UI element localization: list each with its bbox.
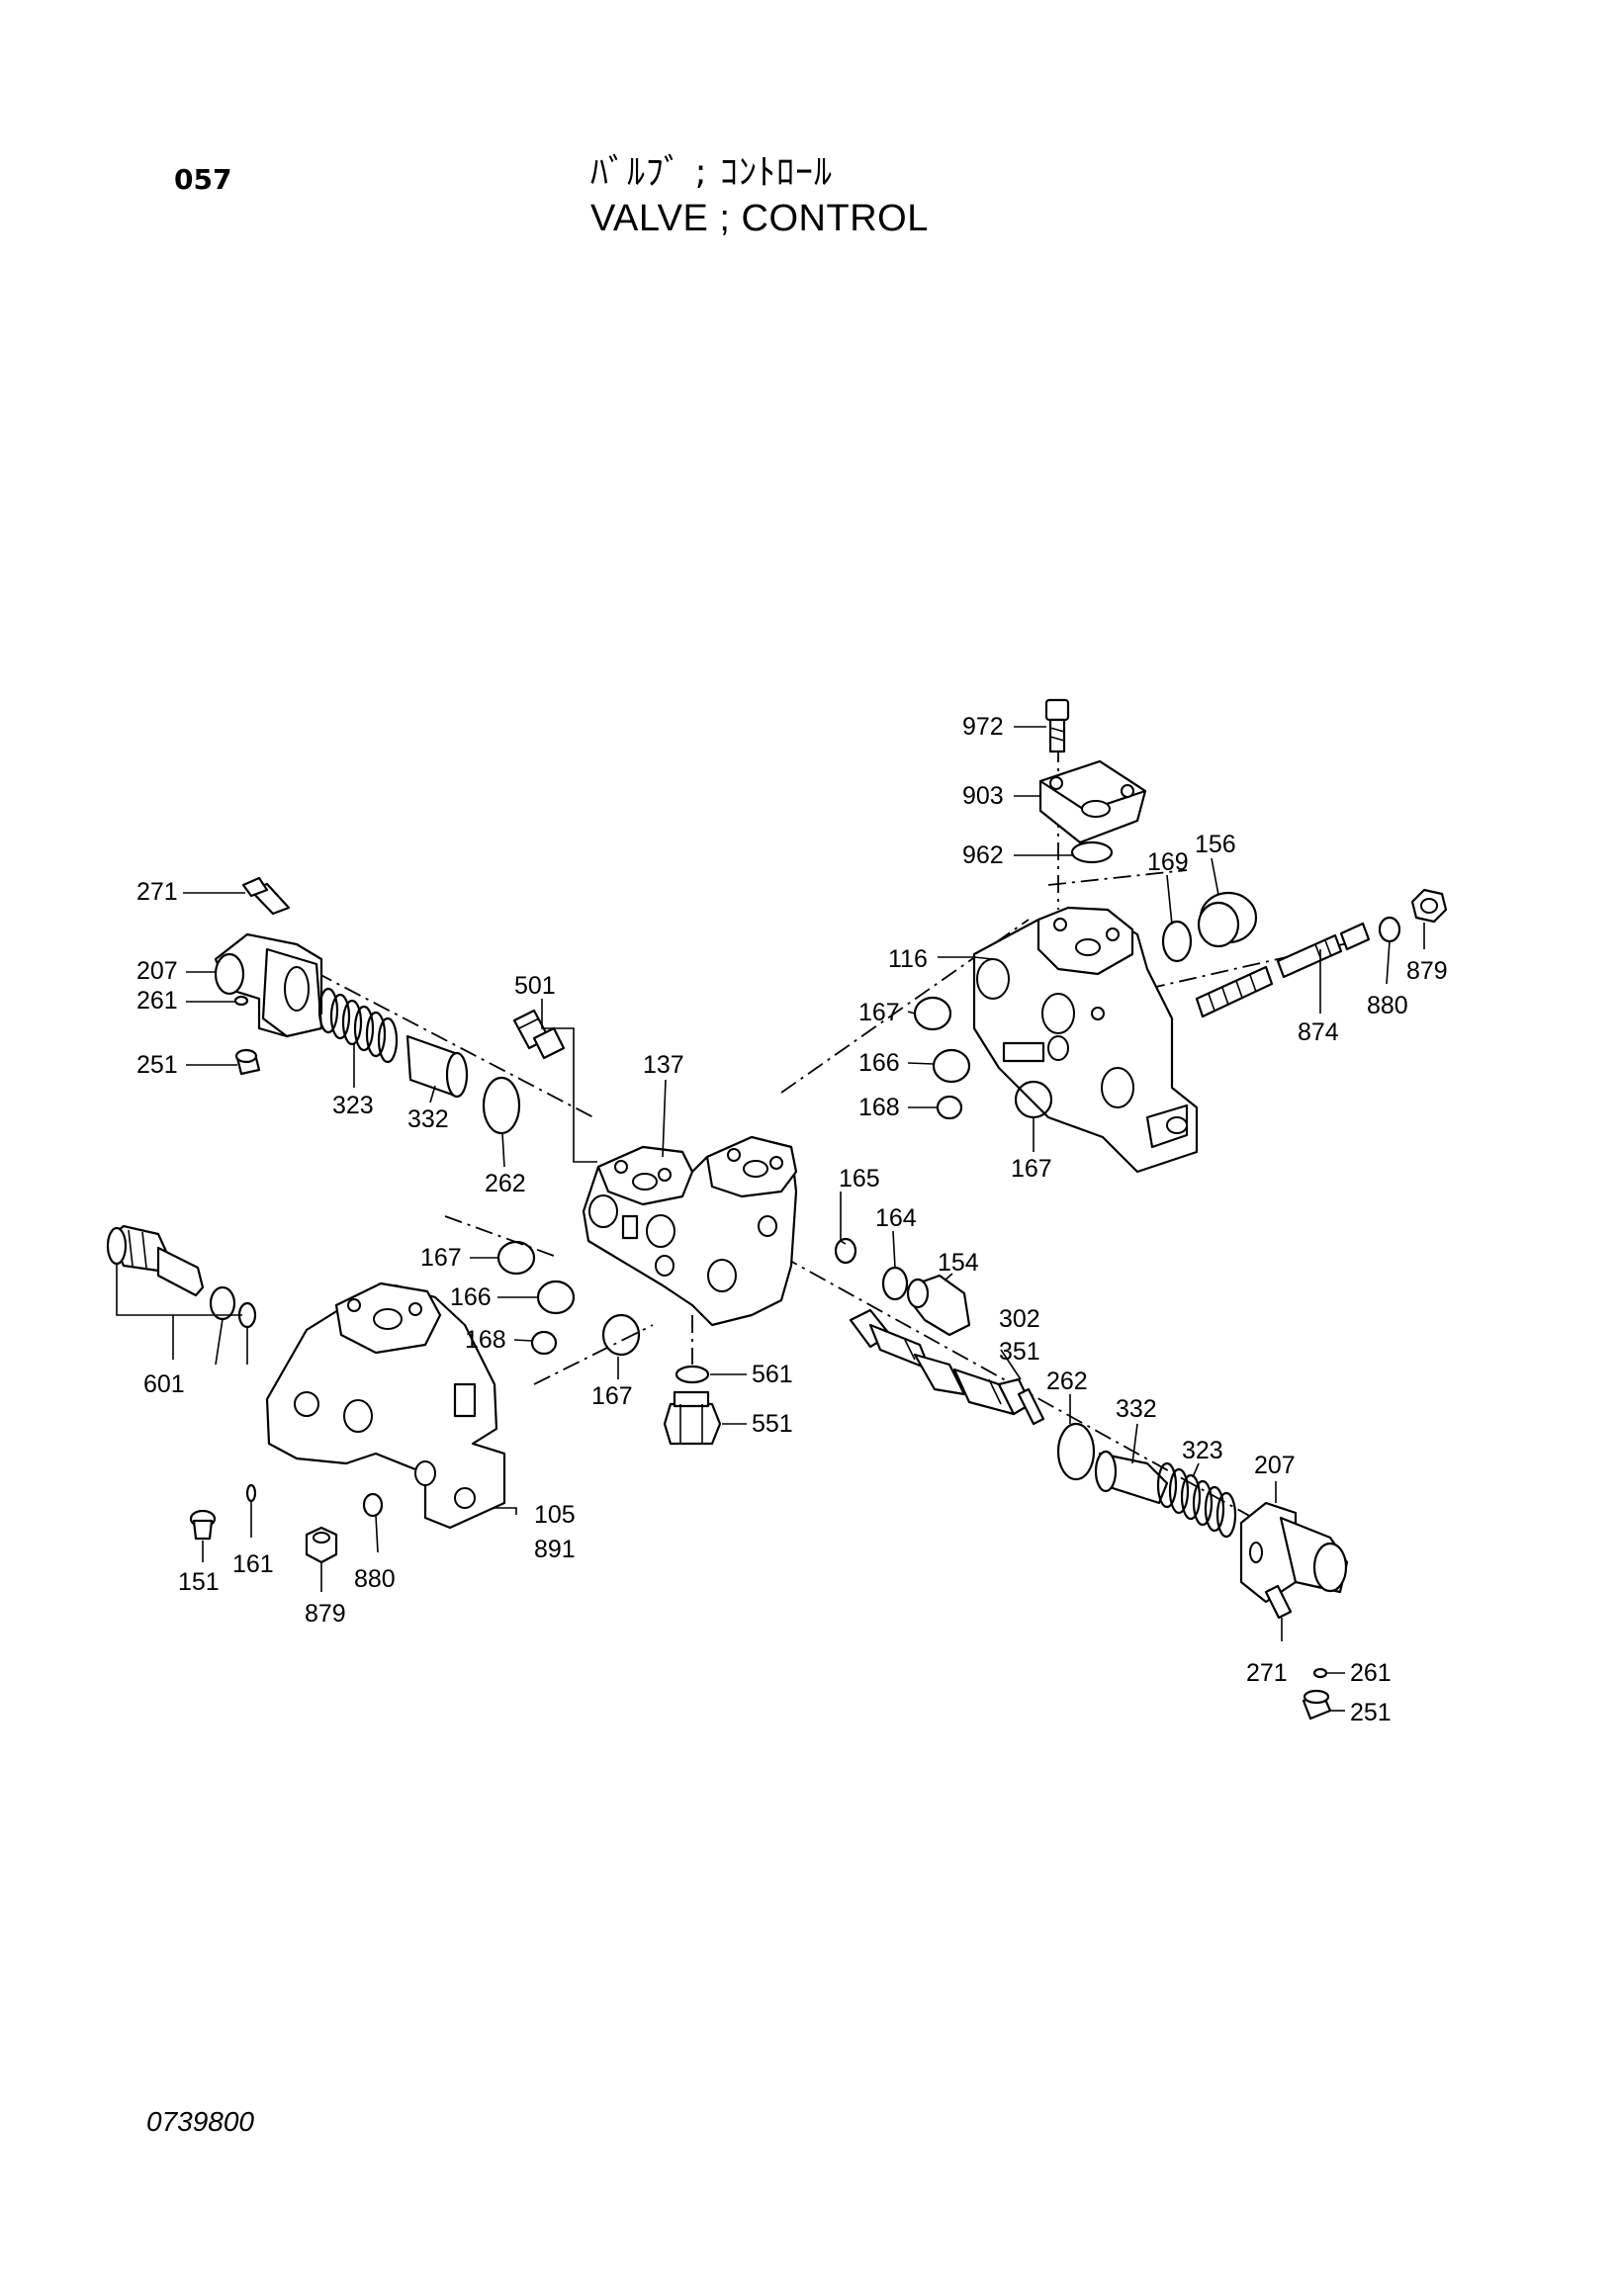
cover-903 <box>1038 759 1147 844</box>
spring-323-left <box>317 987 399 1064</box>
o-ring-165 <box>834 1237 857 1265</box>
o-ring-561 <box>675 1365 710 1384</box>
plug-251-left <box>234 1048 261 1076</box>
o-ring-164 <box>881 1266 909 1301</box>
snap-ring-880-right <box>1378 916 1401 943</box>
label-167: 167 <box>1011 1155 1052 1183</box>
label-879: 879 <box>1406 957 1448 985</box>
label-167: 167 <box>420 1244 462 1272</box>
o-ring-168-center <box>530 1330 558 1356</box>
leader-lines <box>116 726 1425 1712</box>
label-167: 167 <box>591 1382 633 1410</box>
bolt-271-left <box>241 876 291 916</box>
label-501: 501 <box>514 972 556 1000</box>
o-ring-167-center-2 <box>601 1313 641 1357</box>
label-154: 154 <box>938 1249 979 1277</box>
plug-251-right <box>1302 1689 1332 1721</box>
part-number-labels: 972 903 962 169 156 271 207 261 251 323 … <box>136 713 1448 1726</box>
label-601: 601 <box>143 1370 185 1398</box>
label-116: 116 <box>888 945 928 973</box>
label-903: 903 <box>962 782 1004 810</box>
spring-seat-332-right <box>1094 1450 1169 1505</box>
spring-323-right <box>1156 1461 1237 1539</box>
label-302: 302 <box>999 1305 1040 1333</box>
drawing-number: 0739800 <box>146 2106 255 2137</box>
cap-207-left <box>214 932 323 1038</box>
label-168: 168 <box>465 1326 506 1354</box>
valve-block-137 <box>582 1135 798 1327</box>
bolt-271-right <box>1264 1584 1293 1620</box>
label-262: 262 <box>1046 1368 1088 1395</box>
o-ring-161 <box>245 1483 257 1503</box>
label-323: 323 <box>332 1092 374 1119</box>
valve-block-105 <box>265 1281 506 1530</box>
label-891: 891 <box>534 1536 576 1563</box>
label-207: 207 <box>1254 1452 1296 1479</box>
nut-879-left <box>305 1526 338 1564</box>
label-207: 207 <box>136 957 178 985</box>
o-ring-262-right <box>1056 1422 1096 1481</box>
spring-seat-332-left <box>405 1034 469 1099</box>
o-ring-166-right <box>932 1048 971 1084</box>
label-161: 161 <box>232 1550 274 1578</box>
stud-874 <box>1195 922 1371 1018</box>
label-165: 165 <box>839 1165 880 1192</box>
label-561: 561 <box>752 1361 793 1388</box>
label-271: 271 <box>1246 1659 1288 1687</box>
label-551: 551 <box>752 1410 793 1438</box>
o-ring-261-right <box>1312 1667 1328 1679</box>
label-169: 169 <box>1147 848 1189 876</box>
fitting-501 <box>512 1009 566 1060</box>
label-972: 972 <box>962 713 1004 741</box>
spool-302-351 <box>849 1308 1045 1426</box>
label-251: 251 <box>1350 1699 1392 1726</box>
o-ring-262-left <box>482 1076 521 1135</box>
label-271: 271 <box>136 878 178 906</box>
title-japanese: ﾊﾞﾙﾌﾞ ; ｺﾝﾄﾛｰﾙ <box>590 152 834 193</box>
o-ring-167-right <box>913 996 952 1031</box>
label-105: 105 <box>534 1501 576 1529</box>
plug-154 <box>906 1274 971 1337</box>
label-167: 167 <box>858 999 900 1026</box>
o-ring-962 <box>1070 840 1114 864</box>
label-168: 168 <box>858 1094 900 1121</box>
o-ring-167-center <box>496 1240 536 1276</box>
label-879: 879 <box>305 1600 346 1628</box>
label-351: 351 <box>999 1338 1040 1366</box>
o-ring-261-left <box>233 995 249 1007</box>
label-261: 261 <box>1350 1659 1392 1687</box>
label-251: 251 <box>136 1051 178 1079</box>
label-332: 332 <box>1116 1395 1157 1423</box>
label-880: 880 <box>354 1565 396 1593</box>
cap-207-right <box>1239 1501 1349 1604</box>
center-lines <box>286 712 1366 1553</box>
snap-ring-880-left <box>362 1492 384 1518</box>
label-166: 166 <box>858 1049 900 1077</box>
plug-156 <box>1197 891 1258 948</box>
plug-551 <box>663 1390 722 1446</box>
label-962: 962 <box>962 841 1004 869</box>
plug-151 <box>189 1509 217 1541</box>
fitting-601 <box>106 1224 205 1297</box>
label-262: 262 <box>485 1170 526 1197</box>
label-151: 151 <box>178 1568 220 1596</box>
o-ring-166-center <box>536 1280 576 1315</box>
label-156: 156 <box>1195 831 1236 858</box>
o-ring-168-right <box>936 1095 963 1120</box>
label-332: 332 <box>407 1105 449 1133</box>
label-137: 137 <box>643 1051 684 1079</box>
title-english: VALVE ; CONTROL <box>590 198 929 239</box>
label-880: 880 <box>1367 992 1408 1019</box>
page-code: 057 <box>174 163 232 196</box>
o-ring-169 <box>1161 920 1193 963</box>
label-164: 164 <box>875 1204 917 1232</box>
bolt-972 <box>1044 698 1070 753</box>
label-261: 261 <box>136 987 178 1015</box>
label-874: 874 <box>1298 1018 1339 1046</box>
nut-879-right <box>1410 888 1448 924</box>
valve-block-116 <box>972 906 1199 1174</box>
label-323: 323 <box>1182 1437 1223 1464</box>
label-166: 166 <box>450 1283 492 1311</box>
